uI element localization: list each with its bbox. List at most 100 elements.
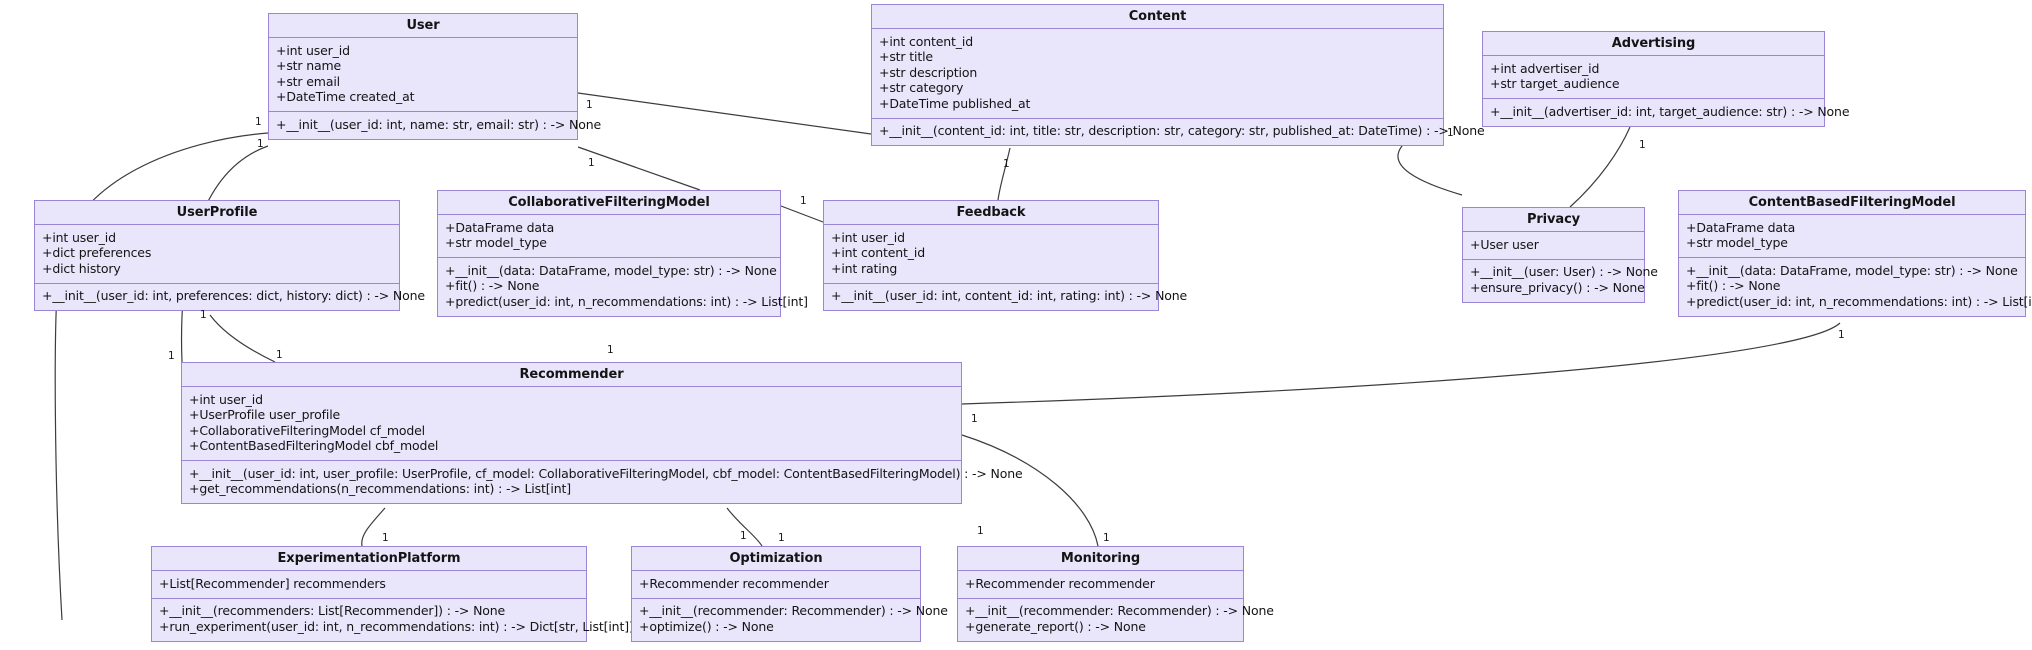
class-attributes-cfmodel: +DataFrame data+str model_type [438,215,780,258]
attribute-row: +dict preferences [42,245,152,260]
multiplicity-label: 1 [971,413,978,425]
class-attributes-advertising: +int advertiser_id+str target_audience [1483,56,1824,99]
uml-class-privacy[interactable]: Privacy +User user +__init__(user: User) :… [1462,207,1658,303]
method-row: +__init__(user_id: int, content_id: int,… [831,288,1188,303]
multiplicity-label: 1 [800,195,807,207]
method-row: +predict(user_id: int, n_recommendations… [445,293,808,309]
uml-class-monitoring[interactable]: Monitoring +Recommender recommender +__ini… [957,546,1274,642]
class-attributes-userprofile: +int user_id+dict preferences+dict histo… [35,225,399,284]
attribute-row: +CollaborativeFilteringModel cf_model [189,422,425,438]
attribute-row: +str model_type [445,235,547,250]
class-attributes-experimentation: +List[Recommender] recommenders [152,571,586,599]
uml-class-feedback[interactable]: Feedback+int user_id+int content_id+int … [823,200,1188,311]
attribute-row: +int advertiser_id [1490,60,1600,76]
method-row: +__init__(recommenders: List[Recommender… [159,603,506,618]
attribute-row: +User user [1470,236,1539,252]
method-row: +predict(user_id: int, n_recommendations… [1686,293,2032,309]
uml-class-advertising[interactable]: Advertising+int advertiser_id+str target… [1482,31,1850,127]
multiplicity-label: 1 [778,532,785,544]
class-title-recommender: Recommender [182,363,961,387]
attribute-row: +int rating [831,260,898,276]
class-methods-userprofile: +__init__(user_id: int, preferences: dic… [35,284,425,311]
attribute-row: +str target_audience [1490,76,1620,91]
relationship-edge-content-feedback [997,147,1011,201]
uml-class-recommender[interactable]: Recommender+int user_id+UserProfile user… [181,362,1023,504]
multiplicity-label: 1 [276,349,283,361]
method-row: +__init__(data: DataFrame, model_type: s… [1686,262,2018,278]
class-methods-monitoring: +__init__(recommender: Recommender) : ->… [958,599,1274,641]
relationship-edge-userprofile-recommender [209,314,276,363]
class-attributes-feedback: +int user_id+int content_id+int rating [824,225,1158,284]
relationship-edge-cfmodel-feedback [780,205,824,223]
attribute-row: +ContentBasedFilteringModel cbf_model [189,438,439,453]
attribute-row: +str model_type [1686,235,1788,250]
class-attributes-privacy: +User user [1463,232,1644,260]
relationship-edge-user-cfmodel [577,146,701,191]
attribute-row: +Recommender recommender [639,575,829,591]
uml-class-optimization[interactable]: Optimization+Recommender recommender+__i… [631,546,948,642]
relationship-edge-advertising-privacy [1569,126,1631,208]
class-attributes-optimization: +Recommender recommender [632,571,920,599]
attribute-row: +int user_id [276,42,350,58]
multiplicity-label: 1 [1447,127,1454,139]
uml-class-cfmodel[interactable]: CollaborativeFilteringModel+DataFrame da… [437,190,808,317]
attribute-row: +UserProfile user_profile [189,407,341,422]
attribute-row: +str category [879,80,964,95]
multiplicity-label: 1 [740,530,747,542]
class-title-optimization: Optimization [632,547,920,571]
method-row: +optimize() : -> None [639,618,774,634]
class-attributes-recommender: +int user_id+UserProfile user_profile+Co… [182,387,961,461]
class-methods-advertising: +__init__(advertiser_id: int, target_aud… [1483,99,1850,126]
uml-class-user[interactable]: User+int user_id+str name+str email+Date… [268,13,601,140]
class-title-advertising: Advertising [1483,32,1824,56]
class-methods-content: +__init__(content_id: int, title: str, d… [872,119,1485,146]
attribute-row: +str name [276,58,342,73]
class-title-content: Content [872,5,1443,29]
method-row: +ensure_privacy() : -> None [1470,279,1645,295]
class-methods-experimentation: +__init__(recommenders: List[Recommender… [152,599,634,641]
class-title-monitoring: Monitoring [958,547,1243,571]
method-row: +__init__(user_id: int, user_profile: Us… [189,465,1023,481]
attribute-row: +List[Recommender] recommenders [159,575,386,591]
class-attributes-content: +int content_id+str title+str descriptio… [872,29,1443,119]
class-methods-privacy: +__init__(user: User) : -> None+ensure_p… [1463,260,1658,302]
class-title-experimentation: ExperimentationPlatform [152,547,586,571]
class-methods-recommender: +__init__(user_id: int, user_profile: Us… [182,461,1023,503]
relationship-edge-user-content [577,92,872,135]
attribute-row: +DataFrame data [445,219,555,235]
class-title-privacy: Privacy [1463,208,1644,232]
class-methods-user: +__init__(user_id: int, name: str, email… [269,112,601,139]
multiplicity-label: 1 [1838,329,1845,341]
attribute-row: +str title [879,49,933,64]
uml-class-cbfmodel[interactable]: ContentBasedFilteringModel+DataFrame dat… [1678,190,2032,317]
class-attributes-monitoring: +Recommender recommender [958,571,1243,599]
attribute-row: +dict history [42,260,121,276]
uml-class-experimentation[interactable]: ExperimentationPlatform +List[Recommender… [151,546,634,642]
class-methods-cfmodel: +__init__(data: DataFrame, model_type: s… [438,258,808,316]
multiplicity-label: 1 [586,99,593,111]
attribute-row: +Recommender recommender [965,575,1155,591]
method-row: +get_recommendations(n_recommendations: … [189,481,572,496]
method-row: +generate_report() : -> None [965,618,1146,634]
class-title-userprofile: UserProfile [35,201,399,225]
attribute-row: +str email [276,73,340,89]
method-row: +run_experiment(user_id: int, n_recommen… [159,618,634,634]
relationship-edge-recommender-cbfmodel [961,322,1841,405]
attribute-row: +int user_id [831,229,905,245]
class-title-user: User [269,14,577,38]
method-row: +__init__(content_id: int, title: str, d… [879,123,1485,138]
attribute-row: +int content_id [879,33,974,49]
multiplicity-label: 1 [255,116,262,128]
uml-class-content[interactable]: Content+int content_id+str title+str des… [871,4,1485,146]
multiplicity-label: 1 [168,350,175,362]
multiplicity-label: 1 [1103,532,1110,544]
attribute-row: +int user_id [189,391,263,407]
class-title-cfmodel: CollaborativeFilteringModel [438,191,780,215]
method-row: +__init__(user: User) : -> None [1470,264,1658,279]
class-methods-feedback: +__init__(user_id: int, content_id: int,… [824,284,1188,311]
uml-class-userprofile[interactable]: UserProfile+int user_id+dict preferences… [34,200,425,311]
multiplicity-label: 1 [1003,158,1010,170]
multiplicity-label: 1 [607,344,614,356]
method-row: +fit() : -> None [445,278,540,293]
